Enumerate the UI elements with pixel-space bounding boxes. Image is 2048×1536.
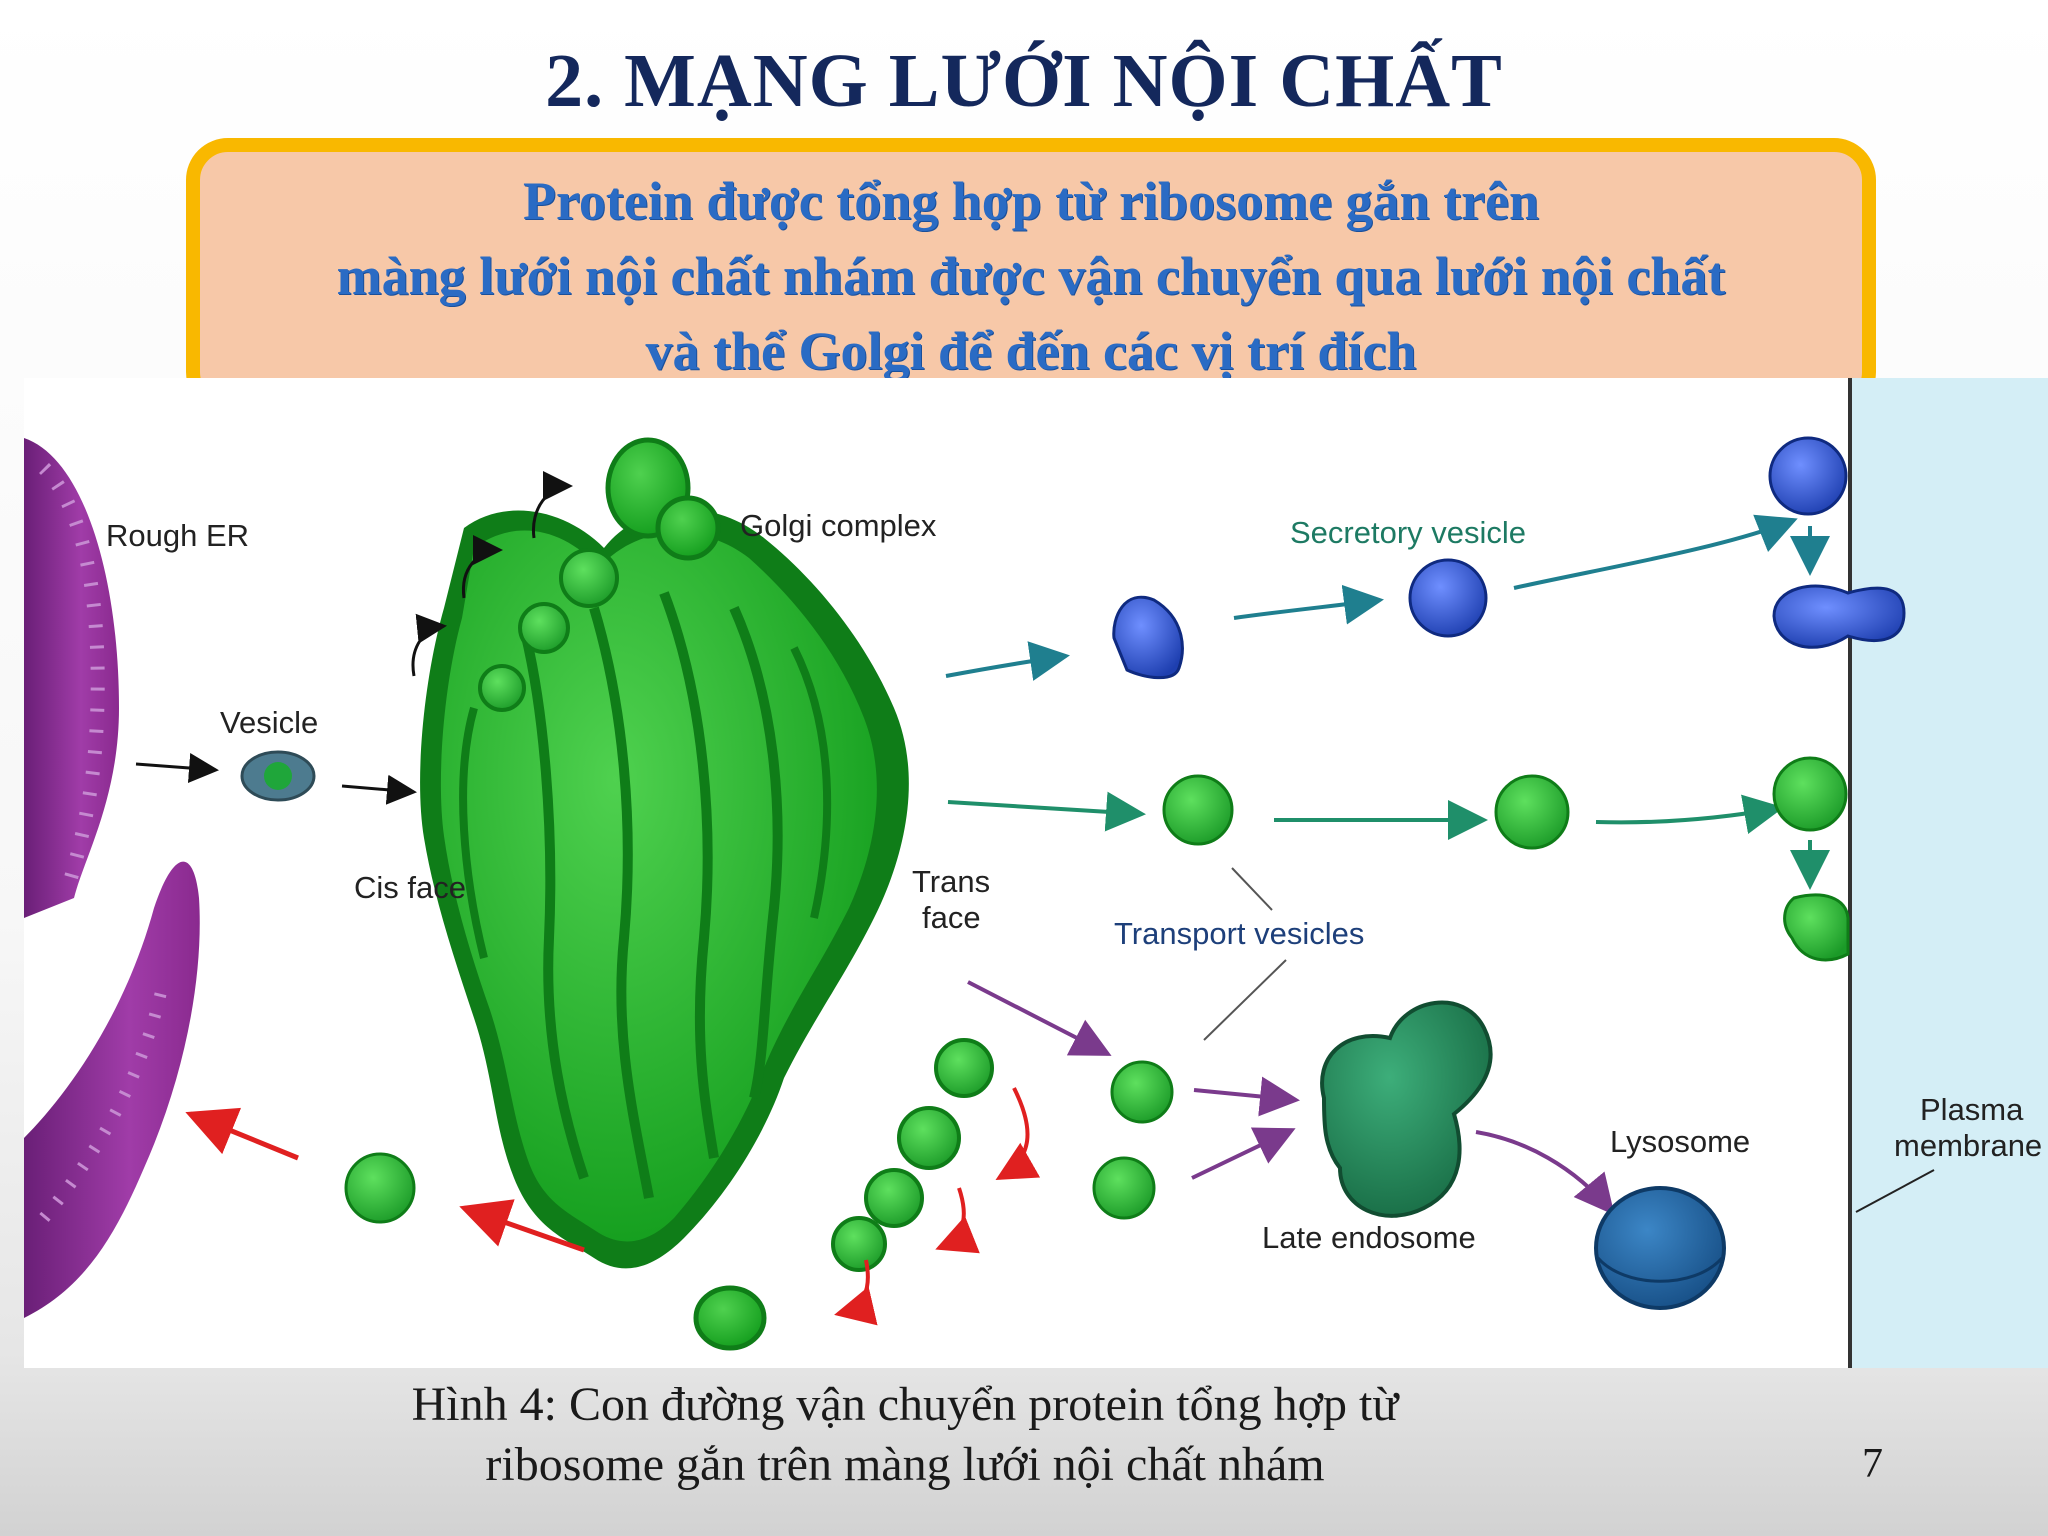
membrane-fused-vesicle: [1783, 893, 1850, 962]
cis-budding-arrow-3: [531, 471, 573, 539]
arrow-vesicle-to-er: [185, 1107, 299, 1161]
arrow-er-to-vesicle: [135, 753, 219, 783]
callout-line-1: Protein được tổng hợp từ ribosome gắn tr…: [522, 170, 1540, 231]
exocytosis-fusion: [1772, 584, 1906, 649]
arrow-retrograde-to-vesicle: [459, 1199, 585, 1253]
callout-line-2: màng lưới nội chất nhám được vận chuyển …: [336, 245, 1726, 306]
cis-budding-arrow-2: [461, 535, 503, 599]
arrow-golgi-to-transport-vesicle: [947, 791, 1146, 832]
arrow-vesicle-2-to-endosome: [1191, 1127, 1296, 1180]
arrow-vesicle-1-to-endosome: [1193, 1076, 1300, 1117]
golgi-complex: [420, 437, 994, 1351]
arrow-to-secretory-vesicle: [1233, 584, 1384, 625]
trans-face-label-line-1: Trans: [912, 864, 990, 899]
extracellular-space: [1850, 378, 2048, 1368]
lysosome: [1594, 1186, 1726, 1310]
secretory-vesicle-at-membrane: [1768, 436, 1848, 516]
arrow-golgi-to-secretory: [945, 641, 1070, 681]
rough-er: [24, 438, 200, 1318]
rough-er-label: Rough ER: [106, 518, 249, 553]
trans-face-label-line-2: face: [922, 900, 981, 935]
transport-vesicle-green: [1494, 774, 1570, 850]
retrograde-arrow-3: [834, 1259, 878, 1326]
arrow-vesicle-to-golgi: [341, 774, 417, 805]
retrograde-vesicle: [344, 1152, 416, 1224]
secretory-vesicle-forming: [1112, 595, 1184, 680]
arrow-green-to-membrane: [1595, 794, 1784, 835]
summary-callout-box: Protein được tổng hợp từ ribosome gắn tr…: [186, 138, 1876, 414]
cis-face-label: Cis face: [354, 870, 466, 905]
retrograde-arrow-1: [995, 1087, 1041, 1180]
er-vesicle: [240, 750, 316, 802]
plasma-membrane-label-line-2: membrane: [1894, 1128, 2042, 1163]
figure-background: [24, 378, 2048, 1368]
green-vesicle-at-membrane: [1772, 756, 1848, 832]
protein-transport-figure: Rough ER Vesicle Golgi complex Cis face …: [24, 378, 2048, 1368]
cis-budding-arrow-1: [411, 613, 447, 677]
late-endosome: [1320, 1000, 1493, 1218]
figure-caption: Hình 4: Con đường vận chuyển protein tổn…: [330, 1375, 1480, 1495]
lysosomal-transport-vesicle-2: [1092, 1156, 1156, 1220]
arrow-golgi-to-lysosomal-vesicle: [967, 980, 1112, 1056]
lysosomal-transport-vesicle-1: [1110, 1060, 1174, 1124]
arrow-secretory-to-membrane: [1513, 514, 1798, 590]
vesicle-label: Vesicle: [220, 705, 318, 740]
plasma-membrane-label-line-1: Plasma: [1920, 1092, 2024, 1127]
retrograde-arrow-2: [935, 1187, 980, 1254]
secretory-vesicle-label: Secretory vesicle: [1290, 515, 1526, 550]
pointer-transport-vesicles-up: [1231, 867, 1273, 911]
transport-vesicles-label: Transport vesicles: [1114, 916, 1364, 951]
pointer-plasma-membrane: [1855, 1169, 1935, 1213]
callout-line-3: và thể Golgi để đến các vị trí đích: [645, 320, 1417, 381]
pointer-transport-vesicles-down: [1203, 959, 1287, 1041]
caption-line-1: Hình 4: Con đường vận chuyển protein tổn…: [411, 1378, 1399, 1431]
page-number: 7: [1862, 1441, 1883, 1487]
lysosome-label: Lysosome: [1610, 1124, 1750, 1159]
coated-transport-vesicle: [1162, 774, 1234, 846]
caption-line-2: ribosome gắn trên màng lưới nội chất nhá…: [485, 1438, 1325, 1491]
secretory-vesicle: [1408, 558, 1488, 638]
arrow-endosome-to-lysosome: [1475, 1130, 1615, 1216]
slide-title: 2. MẠNG LƯỚI NỘI CHẤT: [545, 39, 1503, 123]
golgi-complex-label: Golgi complex: [740, 508, 937, 543]
late-endosome-label: Late endosome: [1262, 1220, 1476, 1255]
